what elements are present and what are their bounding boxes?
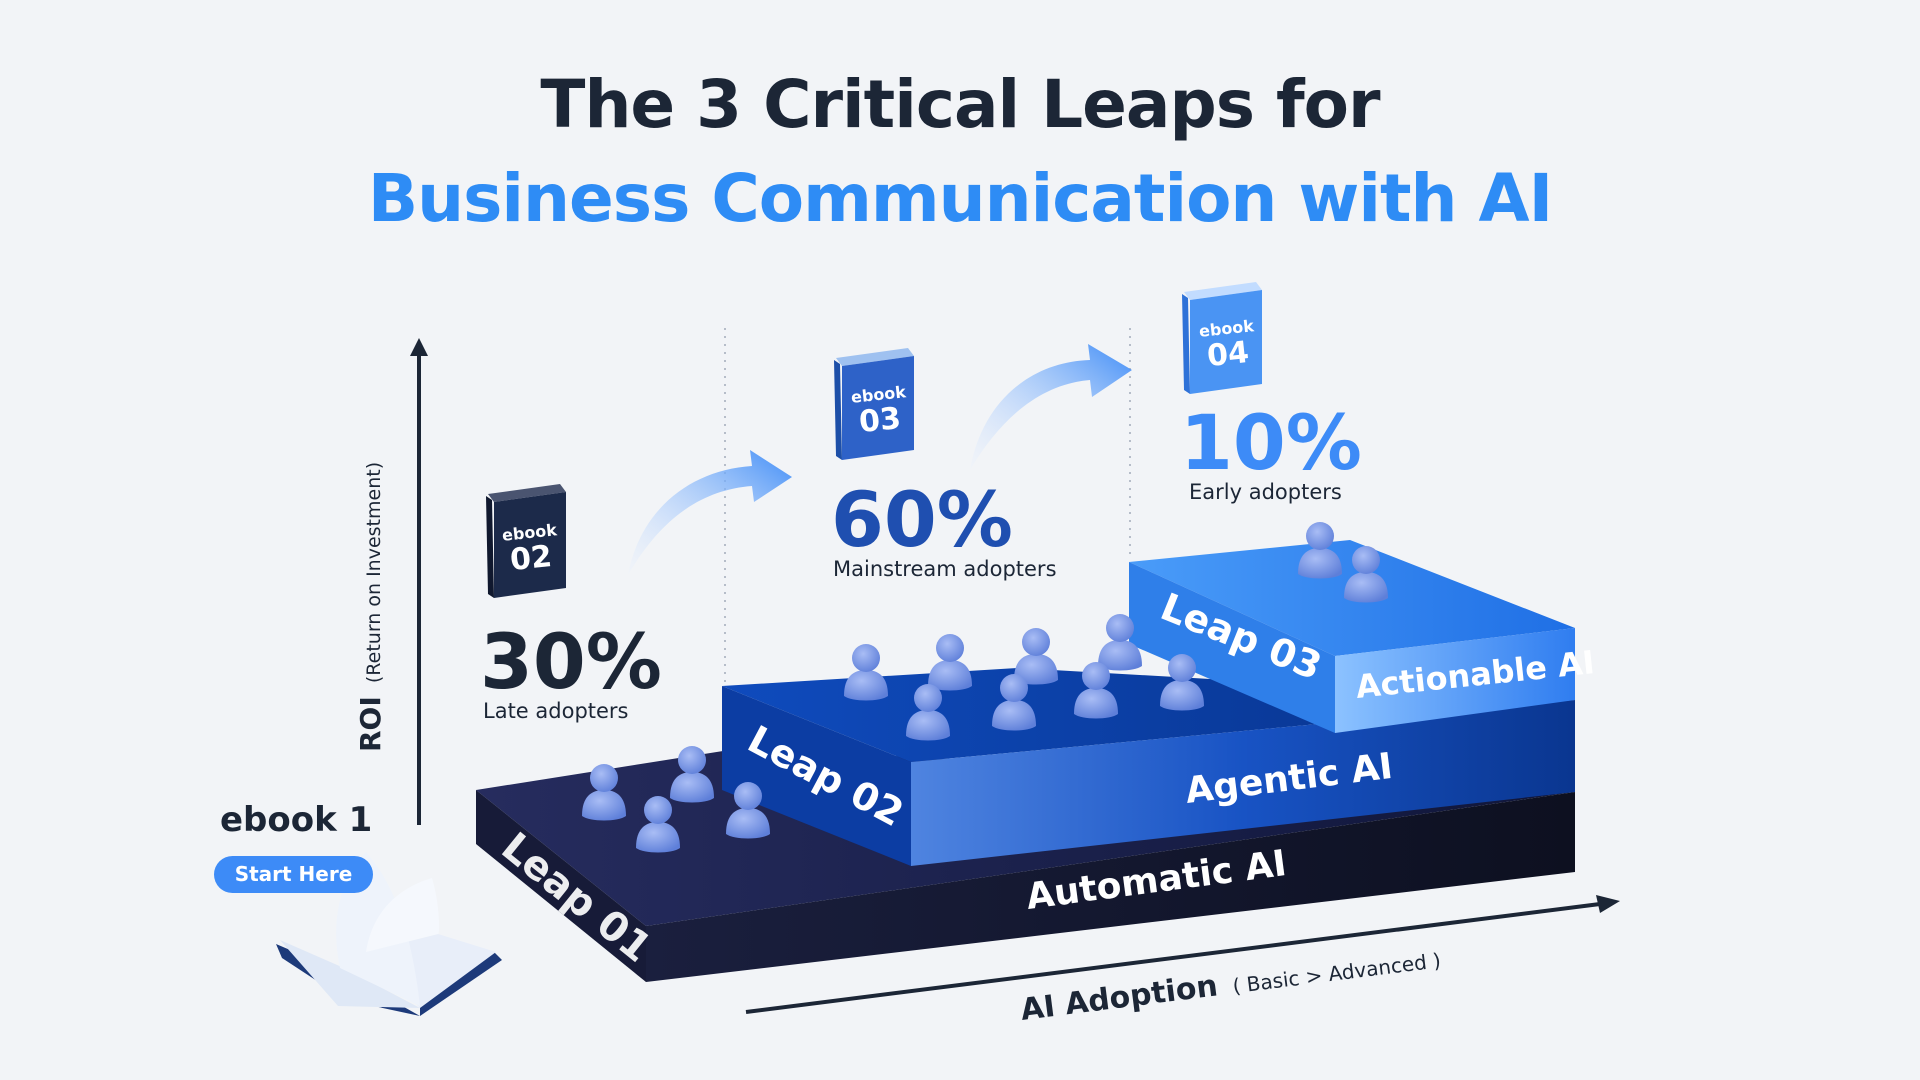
- ebook-03-number: 03: [857, 401, 902, 440]
- stat-late-percent: 30%: [480, 617, 662, 706]
- ebook-02-number: 02: [508, 539, 553, 578]
- person-icon: [992, 674, 1036, 731]
- ebook-04-number: 04: [1205, 335, 1250, 374]
- stat-mainstream-percent: 60%: [831, 475, 1013, 564]
- stat-late-label: Late adopters: [483, 699, 629, 723]
- curved-arrow-2: [970, 344, 1132, 470]
- x-axis-line: [745, 902, 1601, 1014]
- ebook-02-cover: ebook 02: [486, 484, 566, 598]
- person-icon: [1014, 628, 1058, 685]
- stat-early-label: Early adopters: [1189, 480, 1342, 504]
- person-icon: [636, 796, 680, 853]
- ebook-1-label: ebook 1: [220, 800, 373, 840]
- person-icon: [726, 782, 770, 839]
- person-icon: [928, 634, 972, 691]
- step-3-left-face: [1129, 562, 1335, 733]
- person-icon: [906, 684, 950, 741]
- person-icon: [1098, 614, 1142, 671]
- stat-early-percent: 10%: [1180, 398, 1362, 487]
- curved-arrow-1: [628, 450, 792, 575]
- person-icon: [844, 644, 888, 701]
- y-axis-arrowhead: [410, 338, 428, 356]
- x-axis-arrowhead: [1596, 895, 1620, 913]
- open-book-illustration: [276, 852, 502, 1016]
- people-group: [582, 522, 1388, 853]
- person-icon: [670, 746, 714, 803]
- person-icon: [582, 764, 626, 821]
- start-here-button[interactable]: Start Here: [214, 856, 373, 893]
- ebook-03-cover: ebook 03: [834, 348, 914, 460]
- person-icon: [1344, 546, 1388, 603]
- person-icon: [1298, 522, 1342, 579]
- page-subtitle: Business Communication with AI: [367, 160, 1553, 237]
- y-axis-label: ROI (Return on Investment): [354, 462, 387, 752]
- step-3-front-face: [1335, 628, 1575, 733]
- step-2-front-face: [911, 700, 1575, 866]
- person-icon: [1160, 654, 1204, 711]
- stat-mainstream-label: Mainstream adopters: [833, 557, 1057, 581]
- ebook-04-cover: ebook 04: [1182, 282, 1262, 394]
- page-title: The 3 Critical Leaps for: [540, 66, 1380, 143]
- x-axis-label: AI Adoption ( Basic > Advanced ): [1019, 940, 1443, 1028]
- person-icon: [1074, 662, 1118, 719]
- step-1-left-face: [476, 790, 646, 982]
- step-1-front-face: [646, 792, 1575, 982]
- step-2-left-face: [722, 686, 911, 866]
